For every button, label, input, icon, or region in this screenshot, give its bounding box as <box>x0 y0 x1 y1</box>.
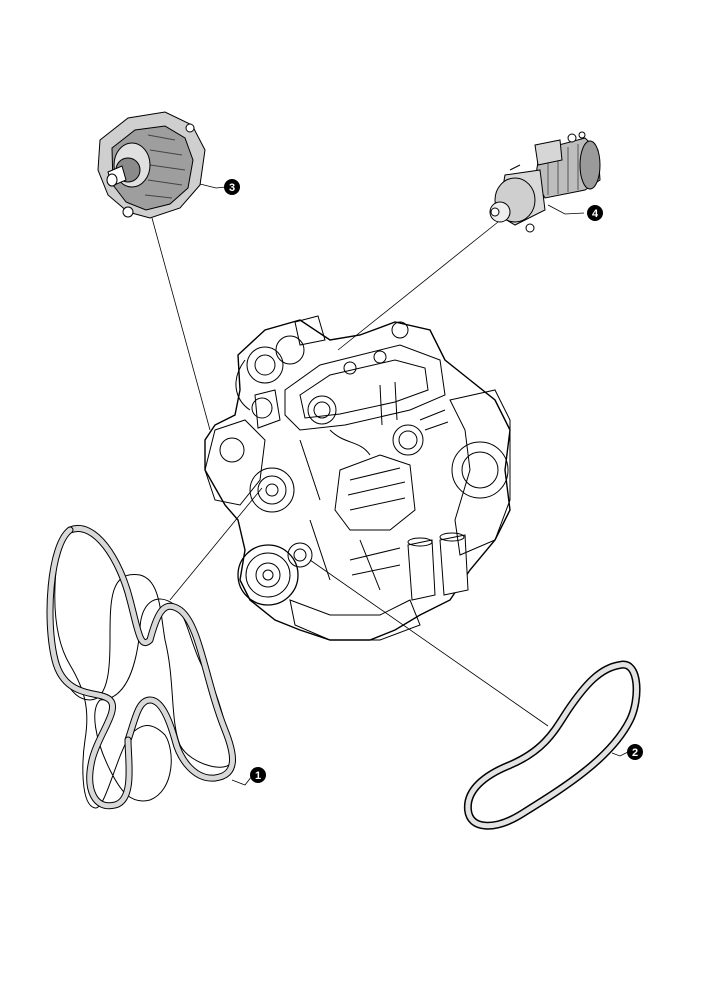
alternator-illustration <box>97 111 206 219</box>
callout-4[interactable]: 4 <box>587 205 603 221</box>
belt-2-illustration <box>463 660 641 830</box>
leader-line-3 <box>151 217 211 431</box>
svg-text:3: 3 <box>229 182 235 194</box>
callout-2[interactable]: 2 <box>627 744 643 760</box>
engine-assembly <box>204 315 511 641</box>
svg-text:2: 2 <box>632 747 638 759</box>
leader-line-2 <box>309 559 549 727</box>
leader-line-4 <box>337 221 499 351</box>
leader-line-1 <box>169 487 263 601</box>
leader-lines <box>151 183 629 786</box>
svg-text:1: 1 <box>255 770 261 782</box>
callout-1[interactable]: 1 <box>250 767 266 783</box>
callout-3[interactable]: 3 <box>224 179 240 195</box>
svg-text:4: 4 <box>592 208 599 220</box>
belt-1-illustration <box>46 524 237 810</box>
starter-motor-illustration <box>489 131 601 233</box>
